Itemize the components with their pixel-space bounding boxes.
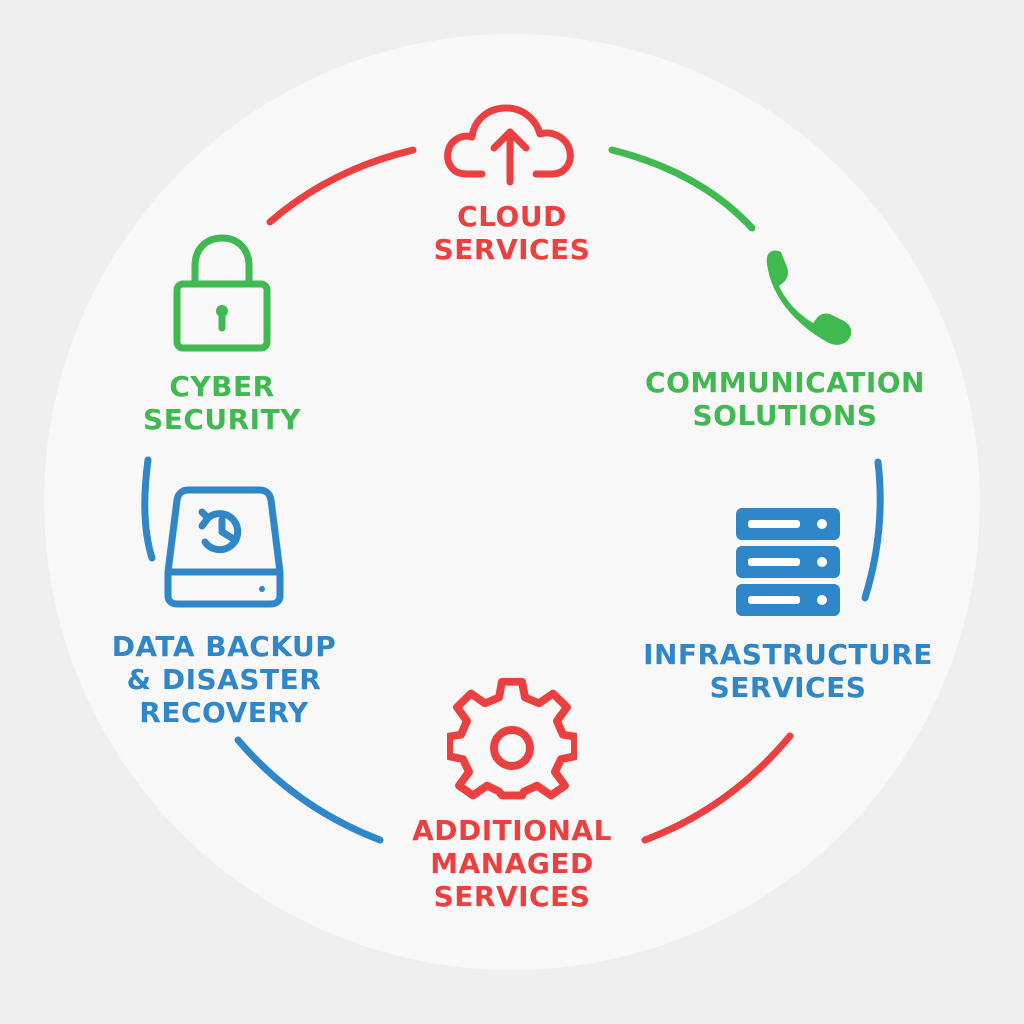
label-cyber-security: CYBER SECURITY — [143, 370, 301, 436]
arc-managed-to-backup — [234, 736, 384, 844]
label-line: INFRASTRUCTURE — [643, 638, 933, 671]
arc-security-to-cloud — [266, 146, 417, 226]
label-line: DATA BACKUP — [111, 630, 337, 663]
background-disc — [44, 34, 980, 970]
node-communication-solutions: COMMUNICATION SOLUTIONS — [630, 238, 940, 432]
label-line: CYBER — [169, 370, 275, 403]
label-infrastructure-services: INFRASTRUCTURE SERVICES — [643, 638, 933, 704]
label-additional-managed-services: ADDITIONAL MANAGED SERVICES — [412, 814, 612, 913]
label-line: CLOUD — [457, 200, 567, 233]
phone-icon — [766, 250, 852, 345]
server-rack-icon — [736, 508, 840, 616]
padlock-icon — [173, 234, 271, 352]
label-line: SOLUTIONS — [692, 399, 878, 432]
arc-communication-to-infrastructure — [861, 458, 884, 602]
backup-drive-icon — [164, 486, 284, 608]
node-additional-managed-services: ADDITIONAL MANAGED SERVICES — [402, 676, 622, 913]
label-line: & DISASTER — [126, 663, 322, 696]
node-data-backup-disaster-recovery: DATA BACKUP & DISASTER RECOVERY — [104, 486, 344, 729]
arc-cloud-to-communication — [608, 146, 756, 232]
arc-infrastructure-to-managed — [641, 732, 794, 844]
label-communication-solutions: COMMUNICATION SOLUTIONS — [645, 366, 925, 432]
node-cloud-services: CLOUD SERVICES — [412, 100, 612, 266]
label-line: SERVICES — [433, 880, 591, 913]
label-line: RECOVERY — [139, 696, 309, 729]
cloud-upload-icon — [444, 104, 574, 186]
label-line: MANAGED — [430, 847, 594, 880]
label-cloud-services: CLOUD SERVICES — [434, 200, 591, 266]
label-data-backup-disaster-recovery: DATA BACKUP & DISASTER RECOVERY — [112, 630, 337, 729]
label-line: SECURITY — [143, 403, 301, 436]
node-infrastructure-services: INFRASTRUCTURE SERVICES — [640, 506, 936, 704]
gear-icon — [447, 677, 577, 800]
label-line: ADDITIONAL — [412, 814, 612, 847]
label-line: SERVICES — [433, 233, 591, 266]
label-line: SERVICES — [709, 671, 867, 704]
label-line: COMMUNICATION — [645, 366, 925, 399]
node-cyber-security: CYBER SECURITY — [122, 234, 322, 436]
arc-backup-to-security — [141, 456, 156, 562]
